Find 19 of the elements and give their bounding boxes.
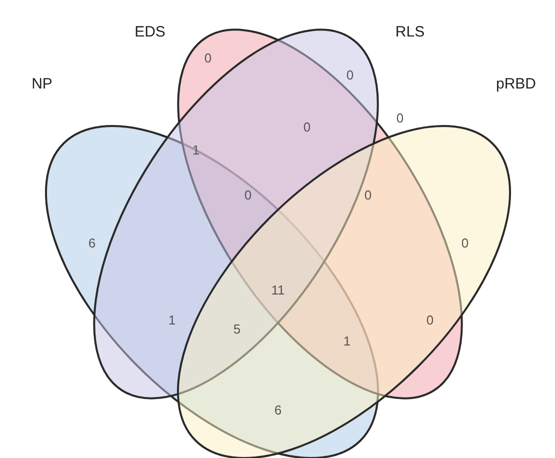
count-label: 1 (168, 312, 176, 328)
count-label: 0 (204, 50, 212, 66)
count-label: 11 (271, 282, 285, 298)
count-label: 6 (88, 236, 96, 250)
count-label: 0 (364, 188, 372, 202)
set-label: RLS (395, 24, 425, 40)
set-label: NP (32, 76, 52, 92)
count-label: 0 (346, 68, 354, 82)
count-label: 0 (303, 120, 311, 134)
count-label: 0 (244, 188, 252, 202)
count-label: 1 (192, 142, 200, 158)
count-label: 0 (426, 312, 434, 328)
count-label: 1 (343, 334, 351, 348)
count-label: 6 (274, 402, 282, 418)
count-label: 5 (233, 322, 241, 336)
set-label: EDS (134, 24, 166, 40)
set-label: pRBD (496, 76, 536, 92)
count-label: 0 (461, 236, 469, 250)
count-label: 0 (396, 110, 404, 126)
